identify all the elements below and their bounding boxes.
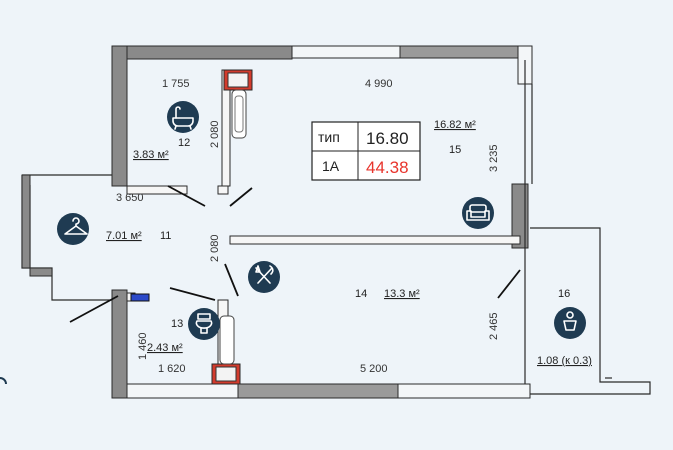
room-16: 16 1.08 (к 0.3) [537,288,592,367]
bathtub-icon [172,106,194,130]
toilet-icon [195,313,213,334]
room-15-area: 16.82 м² [434,119,476,131]
room-13-number: 13 [171,318,183,330]
room-13-area: 2.43 м² [147,342,183,354]
dim-4990: 4 990 [365,78,393,90]
room-12: 12 3.83 м² [133,101,199,161]
room-14-number: 14 [355,288,367,300]
room-11: 7.01 м² 11 [57,213,171,245]
room-16-area: 1.08 (к 0.3) [537,355,592,367]
outer-walls [111,45,533,399]
door-swings [69,185,521,323]
room-16-number: 16 [558,288,570,300]
edge-mark [0,377,7,385]
dim-3235: 3 235 [488,144,500,172]
room-15: 16.82 м² 15 [434,119,494,229]
living-area-value: 16.80 [366,129,409,148]
room-12-number: 12 [178,137,190,149]
wall-left-lower [111,289,128,399]
dim-5200: 5 200 [360,363,388,375]
room-14: 14 13.3 м² [248,261,420,300]
wall-top-left [111,45,293,60]
wall-top-right-dark [399,45,528,59]
room-15-number: 15 [449,144,461,156]
plan-type-label: тип [318,129,340,145]
wall-left-upper [111,45,128,187]
dim-3650: 3 650 [116,192,144,204]
room-12-area: 3.83 м² [133,149,169,161]
wall-left-bay-bottom [29,267,53,277]
fixture [219,315,235,365]
hanger-icon [64,217,88,235]
wall-bottom-dark [237,383,399,399]
sofa-icon [466,204,490,221]
plan-type-code: 1А [322,158,340,174]
dim-2080-b: 2 080 [209,234,221,262]
fork-knife-icon [255,265,274,284]
dimensions: 1 755 4 990 3 650 2 080 2 080 3 235 2 46… [116,78,500,375]
dim-2465: 2 465 [488,312,500,340]
dim-1755: 1 755 [162,78,190,90]
room-14-area: 13.3 м² [384,288,420,300]
bathtub [231,89,247,139]
radiator [130,293,150,302]
wall-right-pillar [511,183,529,249]
dim-1620: 1 620 [158,363,186,375]
room-11-area: 7.01 м² [106,230,142,242]
dim-1460: 1 460 [137,332,149,360]
room-13: 13 2.43 м² [147,308,220,354]
room-11-number: 11 [160,230,171,242]
total-area-value: 44.38 [366,158,409,177]
flower-pot-icon [563,311,577,331]
wall-left-bay [21,174,31,269]
plan-info-box: тип 1А 16.80 44.38 [311,121,421,181]
dim-2080-a: 2 080 [209,120,221,148]
